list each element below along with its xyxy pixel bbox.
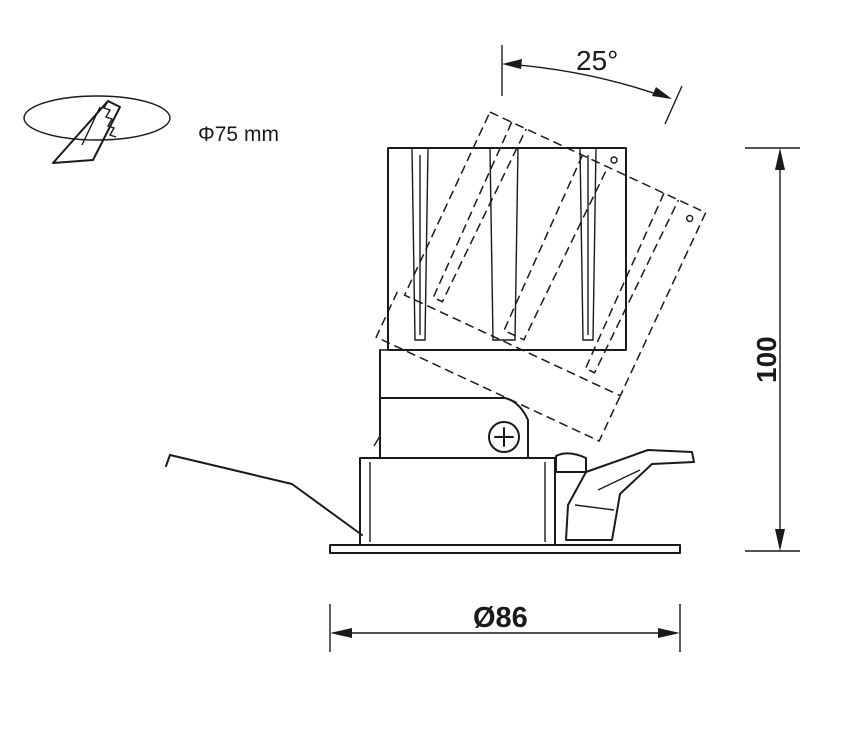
diameter-label: Ø86: [473, 602, 528, 634]
downlight-body: [165, 147, 695, 554]
height-label: 100: [751, 336, 782, 383]
tilted-position-outline: [375, 111, 707, 443]
pivot-screw-icon: [488, 421, 520, 453]
cutout-label: Φ75 mm: [198, 123, 279, 146]
cutout-icon: [23, 95, 171, 164]
tilt-angle-dimension: [501, 45, 683, 125]
right-spring-clip: [555, 449, 695, 541]
heatsink-fins: [411, 147, 597, 341]
diameter-dimension: [329, 604, 681, 652]
fin-screw: [610, 156, 618, 164]
height-dimension: [745, 147, 800, 552]
left-spring-clip: [165, 454, 363, 536]
tilt-angle-label: 25°: [576, 45, 618, 76]
